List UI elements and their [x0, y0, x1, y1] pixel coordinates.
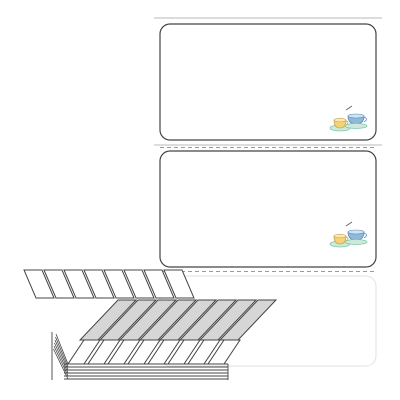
- backing-sheet: [153, 17, 383, 350]
- stack-top-label: [163, 269, 195, 299]
- stack-side-edge: [55, 336, 69, 368]
- stack-side-edge: [55, 333, 69, 365]
- stack-top-label: [63, 269, 95, 299]
- teacup-icon: [329, 105, 368, 132]
- stack-side-edge: [54, 339, 69, 371]
- fanfold-stack-icon: [23, 269, 278, 380]
- stack-side-edge: [54, 342, 69, 374]
- stack-top-label: [103, 269, 135, 299]
- label-1: [159, 23, 377, 141]
- stack-top-label: [83, 269, 115, 299]
- stack-top-label: [123, 269, 155, 299]
- teacup-icon: [329, 221, 368, 248]
- stack-top-label: [23, 269, 55, 299]
- stack-side-edge: [53, 345, 69, 377]
- stack-top-label: [43, 269, 75, 299]
- label-2: [159, 150, 377, 268]
- stack-side-edge: [53, 348, 69, 380]
- stack-top-label: [143, 269, 175, 299]
